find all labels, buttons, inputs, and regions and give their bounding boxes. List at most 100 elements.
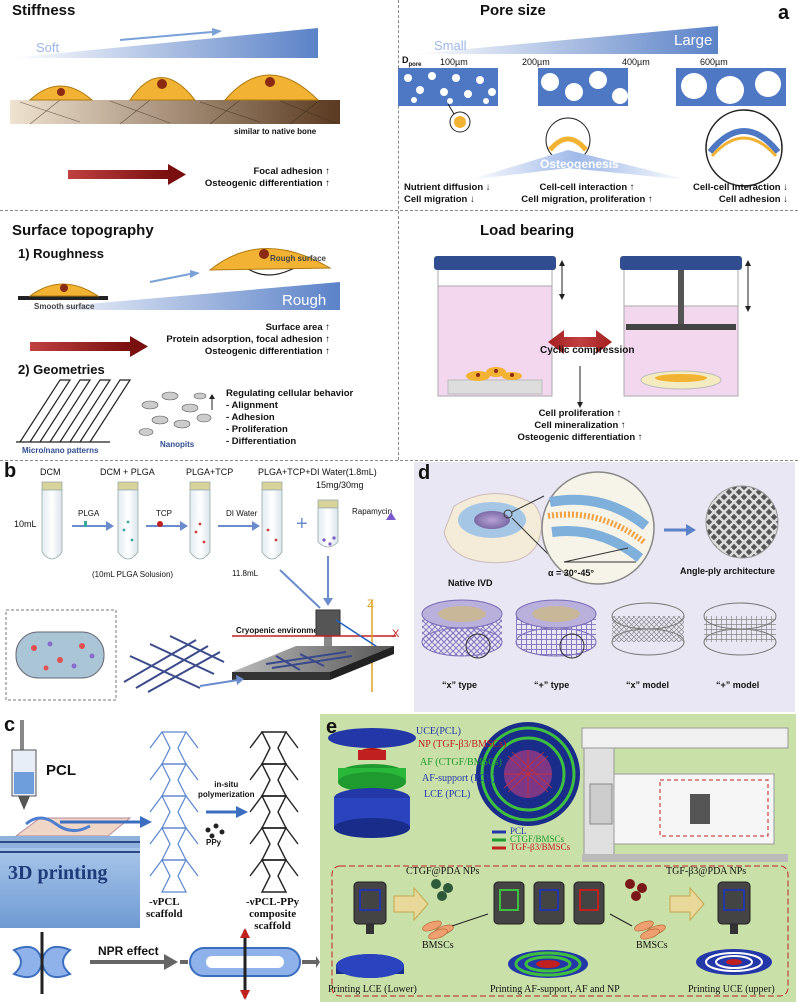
pore-left-effect-2: Cell migration ↓ [404,194,475,205]
scaffold1-label: -νPCL scaffold [146,896,183,920]
load-title: Load bearing [480,222,575,239]
load-effect-1: Cell proliferation ↑ [538,408,622,419]
printing-label: 3D printing [8,862,108,884]
legend-pcl: PCL [510,826,527,836]
layer-np-label: NP (TGF-β3/BMSCs) [418,739,507,750]
pore-tick-2: 200µm [522,57,550,67]
behavior-list: Regulating cellular behavior - Alignment… [226,388,353,448]
plga-label: PLGA [78,509,100,518]
nanopits-label: Nanopits [160,440,195,449]
panel-e-letter: e [326,716,338,738]
pore-tick-4: 600µm [700,57,728,67]
panel-c-letter: c [4,714,16,736]
topography-title: Surface topography [12,222,154,239]
osteogenesis-label: Osteogenesis [540,157,619,171]
stiffness-effect-2: Osteogenic differentiation ↑ [204,178,330,189]
load-effect-3: Osteogenic differentiation ↑ [517,432,643,443]
native-ivd-label: Native IVD [448,578,493,588]
volume-label-1: 10mL [14,519,37,529]
ppy-label: PPy [206,838,222,847]
cyclic-compression-label: Cyclic compression [540,345,635,356]
roughness-effect-1: Surface area ↑ [265,322,330,333]
behavior-4: - Differentiation [226,436,297,447]
dpore-letter: D [402,55,409,65]
smooth-surface-label: Smooth surface [34,302,95,311]
divider-vertical-a [398,0,399,460]
insitu-label: in-situ polymerization [198,780,255,799]
tube-label-4: PLGA+TCP+DI Water(1.8mL) [258,467,377,477]
layer-uce-label: UCE(PCL) [416,726,461,737]
load-illustration [434,256,751,408]
pore-left-effect-1: Nutrient diffusion ↓ [404,182,491,193]
pore-illustration [398,26,786,187]
behavior-2: - Adhesion [226,412,275,423]
roughness-effect-2: Protein adsorption, focal adhesion ↑ [166,334,330,345]
rough-surface-label: Rough surface [270,254,327,263]
geometries-title: 2) Geometries [18,362,105,377]
x-model-label: “x” model [626,680,670,690]
small-label: Small [434,38,467,53]
panel-b-letter: b [4,460,17,482]
panel-c-illustration [0,720,320,1000]
bone-note: similar to native bone [234,127,317,136]
pore-right-effect-2: Cell adhesion ↓ [718,194,788,205]
roughness-title: 1) Roughness [18,246,104,261]
pcl-label: PCL [46,762,76,779]
panel-e-illustration [328,722,789,997]
plga-solution-label: (10mL PLGA Solusion) [92,570,174,579]
volume-label-4: 11.8mL [232,569,259,578]
large-label: Large [674,32,713,49]
panel-a-letter: a [778,2,790,24]
layer-lce-label: LCE (PCL) [424,789,471,800]
svg-text:+: + [296,513,308,535]
npr-label: NPR effect [98,944,159,958]
scaffold2-label: -νPCL-PPy composite scaffold [246,896,300,932]
load-effect-2: Cell mineralization ↑ [534,420,626,431]
panel-b-illustration: + [5,481,396,701]
behavior-1: - Alignment [226,400,278,411]
roughness-effect-3: Osteogenic differentiation ↑ [204,346,330,357]
dose-label: 15mg/30mg [316,480,364,490]
layer-af-label: AF (CTGF/BMSCs) [420,757,502,768]
tgf-np-label: TGF-β3@PDA NPs [666,866,747,877]
pore-size-title: Pore size [480,2,546,19]
x-type-label: “x” type [442,680,478,690]
step-uce-label: Printing UCE (upper) [688,984,775,995]
patterns-label: Micro/nano patterns [22,446,99,455]
pore-tick-3: 400µm [622,57,650,67]
pore-right-effects: Cell-cell interaction ↓ Cell adhesion ↓ [660,182,788,206]
dpore-subscript: pore [408,61,422,68]
layer-af-support-label: AF-support (PCL) [422,773,496,784]
tcp-label: TCP [156,509,172,518]
pore-tick-1: 100µm [440,57,468,67]
bmsc-label-2: BMSCs [636,940,668,951]
pore-mid-effects: Cell-cell interaction ↑ Cell migration, … [512,182,662,206]
angle-ply-label: Angle-ply architecture [680,566,776,576]
pore-mid-effect-2: Cell migration, proliferation ↑ [521,194,653,205]
stiffness-illustration [10,28,340,185]
rough-label: Rough [282,292,327,309]
ctgf-np-label: CTGF@PDA NPs [406,866,480,877]
divider-horizontal-a [0,210,798,211]
panel-d-letter: d [418,462,431,484]
pore-mid-effect-1: Cell-cell interaction ↑ [539,182,635,193]
topography-illustration [16,248,340,443]
pore-left-effects: Nutrient diffusion ↓ Cell migration ↓ [404,182,491,206]
bmsc-label-1: BMSCs [422,940,454,951]
panel-d-illustration [421,471,779,659]
stiffness-title: Stiffness [12,2,76,19]
behavior-3: - Proliferation [226,424,288,435]
rapamycin-label: Rapamycin [352,507,393,516]
plus-type-label: “+” type [534,680,570,690]
stiff-label: Stiff [328,38,351,53]
step-af-label: Printing AF-support, AF and NP [490,984,620,995]
alpha-label: α = 30°-45° [548,568,595,578]
plus-model-label: “+” model [716,680,760,690]
dpore-label: Dpore [402,55,422,68]
tube-label-1: DCM [40,467,61,477]
behavior-title: Regulating cellular behavior [226,388,354,399]
soft-label: Soft [36,40,60,55]
cryo-label: Cryopenic environment [236,626,326,635]
tube-label-3: PLGA+TCP [186,467,234,477]
stiffness-effects: Focal adhesion ↑ Osteogenic differentiat… [190,166,330,190]
